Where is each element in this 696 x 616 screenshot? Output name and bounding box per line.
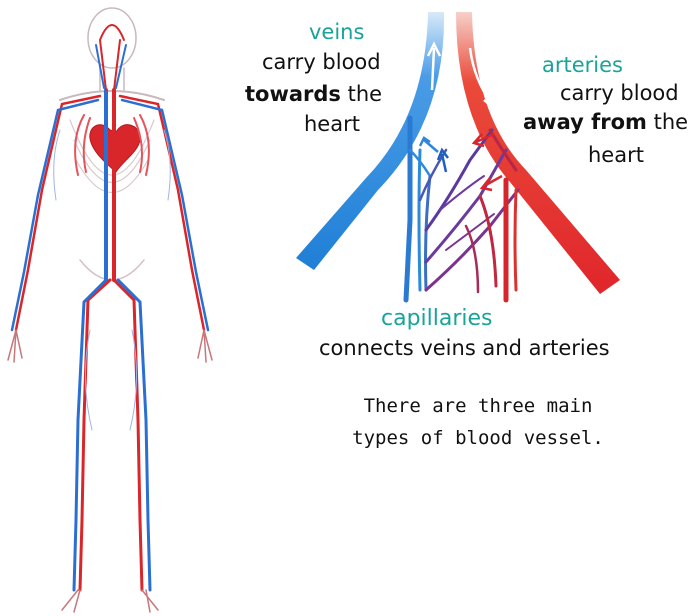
arteries-direction-emphasis: away from xyxy=(523,110,647,134)
summary-line2: types of blood vessel. xyxy=(318,422,638,454)
veins-description-line2: towards the xyxy=(245,82,382,106)
veins-description-the: the xyxy=(341,82,382,106)
summary-text: There are three main types of blood vess… xyxy=(318,390,638,454)
capillaries-description: connects veins and arteries xyxy=(319,336,610,360)
veins-description-line1: carry blood xyxy=(262,50,381,74)
arteries-description-line3: heart xyxy=(588,143,644,167)
capillaries-title: capillaries xyxy=(381,306,493,331)
veins-description-line3: heart xyxy=(304,112,360,136)
summary-line1: There are three main xyxy=(318,390,638,422)
arteries-description-line1: carry blood xyxy=(560,81,679,105)
arteries-title: arteries xyxy=(542,53,623,77)
circulatory-system-figure xyxy=(0,0,220,616)
veins-title: veins xyxy=(309,20,364,44)
arteries-description-line2: away from the xyxy=(523,110,688,134)
veins-direction-emphasis: towards xyxy=(245,82,341,106)
arteries-description-the: the xyxy=(647,110,688,134)
